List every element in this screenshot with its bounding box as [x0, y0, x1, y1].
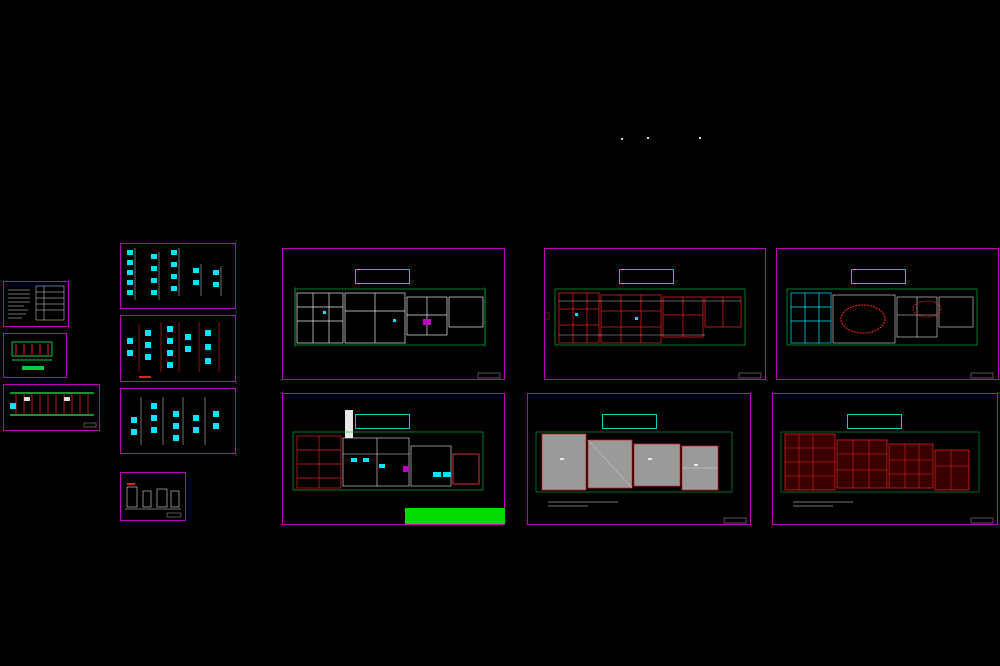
floor-plan-graphic	[786, 288, 994, 379]
stray-point	[621, 138, 623, 140]
title-box	[851, 269, 906, 284]
floor-plan-sheet-3[interactable]	[776, 248, 999, 380]
index-table-graphic	[8, 285, 65, 321]
roof-plan-sheet-1[interactable]	[527, 393, 751, 525]
legend-table	[405, 508, 505, 524]
stray-point	[647, 137, 649, 139]
riser-diagram-sheet-1[interactable]	[120, 243, 236, 309]
riser-diagram-graphic	[127, 322, 220, 378]
system-diagram-sheet-2[interactable]	[3, 384, 100, 431]
riser-diagram-sheet-2[interactable]	[120, 315, 236, 382]
roof-plan-graphic	[780, 431, 994, 524]
title-box	[602, 414, 657, 429]
detail-sheet[interactable]	[120, 472, 186, 521]
floor-plan-sheet-2[interactable]	[544, 248, 766, 380]
title-box	[355, 269, 410, 284]
detail-graphic	[125, 483, 182, 518]
system-diagram-graphic	[11, 341, 53, 370]
system-diagram-sheet-1[interactable]	[3, 333, 67, 378]
title-box	[619, 269, 674, 284]
title-box	[355, 414, 410, 429]
stray-point	[699, 137, 701, 139]
riser-diagram-graphic	[131, 397, 219, 445]
drawing-index-sheet[interactable]	[3, 281, 69, 327]
title-box	[847, 414, 902, 429]
roof-plan-sheet-2[interactable]	[772, 393, 998, 525]
floor-plan-graphic	[292, 410, 484, 491]
system-diagram-graphic	[10, 392, 97, 428]
riser-diagram-sheet-3[interactable]	[120, 388, 236, 454]
riser-diagram-graphic	[127, 248, 222, 300]
floor-plan-graphic	[545, 288, 762, 379]
roof-plan-graphic	[535, 431, 747, 524]
floor-plan-sheet-4[interactable]	[282, 393, 505, 525]
floor-plan-sheet-1[interactable]	[282, 248, 505, 380]
floor-plan-graphic	[294, 287, 501, 379]
